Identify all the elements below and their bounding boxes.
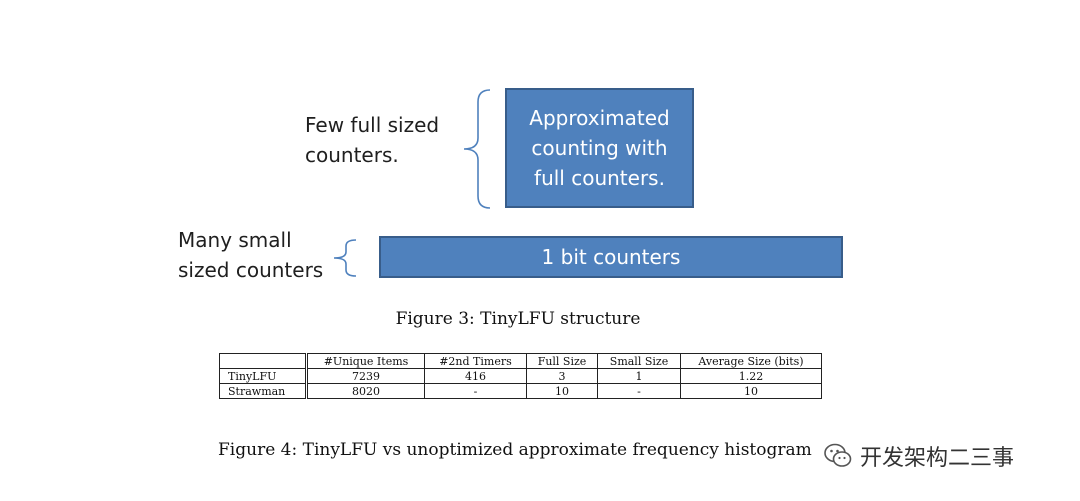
few-label-line-2: counters. [305, 143, 399, 167]
figure-3-caption: Figure 3: TinyLFU structure [395, 309, 641, 329]
table-header-cell: Full Size [526, 353, 598, 369]
table-header-cell: #2nd Timers [424, 353, 527, 369]
full-box-line-1: Approximated [529, 106, 670, 130]
left-brace-large-icon [463, 89, 491, 209]
table-cell: 1 [597, 368, 681, 384]
wechat-logo-icon [824, 443, 852, 467]
few-full-sized-label: Few full sized counters. [305, 110, 439, 170]
table-cell: 10 [526, 383, 598, 399]
full-counters-box: Approximated counting with full counters… [505, 88, 694, 208]
table-cell: 416 [424, 368, 527, 384]
table-cell: 1.22 [680, 368, 822, 384]
table-cell: - [597, 383, 681, 399]
many-label-line-1: Many small [178, 228, 292, 252]
table-cell: - [424, 383, 527, 399]
table-row: Strawman 8020 - 10 - 10 [219, 383, 822, 399]
table-header-cell: #Unique Items [306, 353, 425, 369]
watermark-text: 开发架构二三事 [860, 446, 1015, 471]
comparison-table: #Unique Items #2nd Timers Full Size Smal… [219, 353, 822, 399]
few-label-line-1: Few full sized [305, 113, 440, 137]
table-cell: TinyLFU [219, 368, 308, 384]
small-box-label: 1 bit counters [541, 245, 681, 269]
table-header-cell: Average Size (bits) [680, 353, 822, 369]
table-cell: 8020 [306, 383, 425, 399]
full-box-line-3: full counters. [534, 166, 665, 190]
table-header-cell: Small Size [597, 353, 681, 369]
table-cell: 7239 [306, 368, 425, 384]
table-cell: 3 [526, 368, 598, 384]
one-bit-counters-box: 1 bit counters [379, 236, 843, 278]
many-label-line-2: sized counters [178, 258, 324, 282]
table-header-cell [219, 353, 308, 369]
table-header-row: #Unique Items #2nd Timers Full Size Smal… [219, 353, 822, 369]
many-small-sized-label: Many small sized counters [178, 225, 323, 285]
table-cell: Strawman [219, 383, 308, 399]
full-box-line-2: counting with [531, 136, 668, 160]
table-cell: 10 [680, 383, 822, 399]
figure-4-caption: Figure 4: TinyLFU vs unoptimized approxi… [218, 440, 812, 460]
left-brace-small-icon [333, 239, 357, 277]
table-row: TinyLFU 7239 416 3 1 1.22 [219, 368, 822, 384]
watermark: 开发架构二三事 [818, 438, 1021, 474]
